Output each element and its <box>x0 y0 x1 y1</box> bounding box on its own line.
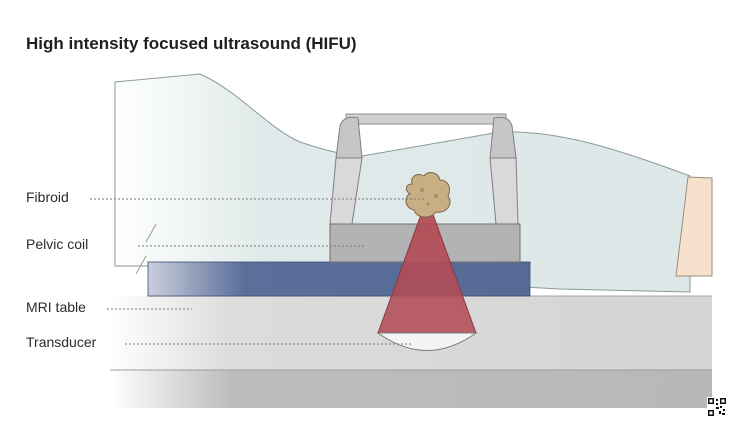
leader-lines <box>90 198 424 345</box>
label-transducer: Transducer <box>26 334 97 350</box>
mri-table-pad <box>148 262 530 296</box>
qr-code-icon <box>707 397 727 417</box>
label-pelvic-coil: Pelvic coil <box>26 236 89 252</box>
label-mri-table: MRI table <box>26 299 86 315</box>
label-fibroid: Fibroid <box>26 189 69 205</box>
transducer <box>376 332 478 351</box>
fibroid <box>405 172 451 218</box>
mri-table-base <box>110 370 712 408</box>
patient-feet <box>675 176 713 277</box>
diagram-title: High intensity focused ultrasound (HIFU) <box>26 34 357 53</box>
pelvic-coil-frame <box>329 113 519 225</box>
